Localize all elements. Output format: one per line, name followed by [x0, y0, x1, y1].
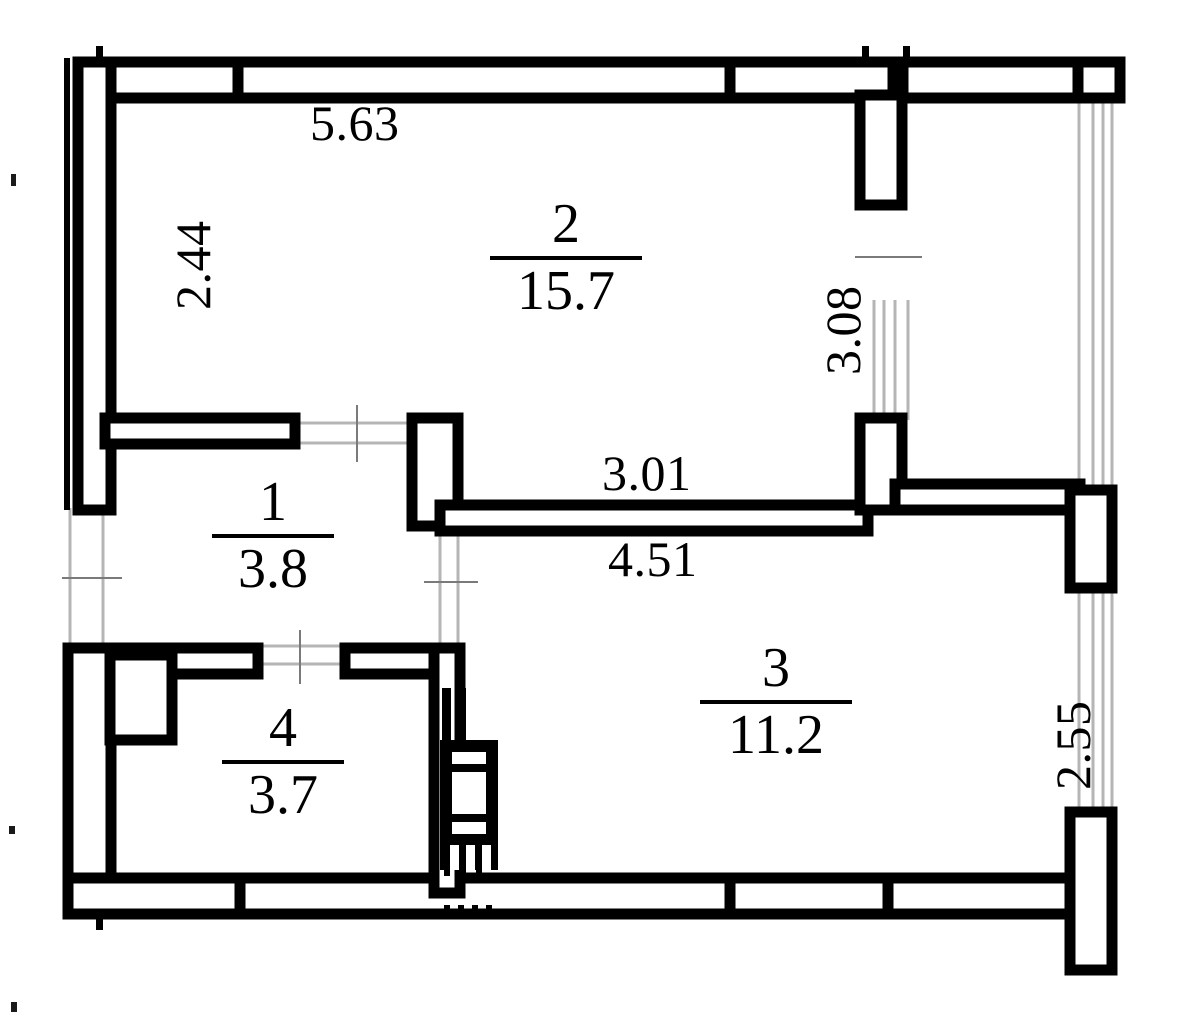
riser-hatch-tick-2 [458, 905, 464, 919]
room-number-2: 2 [552, 193, 580, 255]
riser-leg-gap-2 [466, 845, 475, 870]
room-tag-1: 1 3.8 [212, 474, 334, 597]
wall-bottom-left-segment [62, 872, 246, 920]
dimension-label-right-lower: 2.55 [1045, 700, 1101, 791]
riser-hatch-tick-3 [472, 905, 478, 919]
room-divider-bar-1 [212, 534, 334, 538]
riser-stem-right [458, 688, 466, 743]
riser-hatch-tick-top-1 [444, 862, 450, 876]
wall-bottom-mid-segment [724, 872, 894, 920]
registration-mark-left-bottom [9, 826, 15, 834]
riser-hatch-tick-4 [486, 905, 492, 919]
wall-room2-south-left [99, 412, 301, 450]
dimension-label-mid-lower: 4.51 [608, 531, 698, 587]
opening-lines-group [62, 88, 1114, 820]
mullion-tick-top-2 [862, 46, 869, 64]
room-tag-2: 2 15.7 [490, 196, 642, 319]
window-bottom-main [234, 872, 736, 920]
dimension-label-mid-upper: 3.01 [602, 445, 692, 501]
solid-details-group [64, 46, 910, 930]
riser-hatch-tick-top-2 [460, 862, 466, 876]
wall-room2-east-stub [854, 89, 908, 211]
reference-line-left [64, 58, 70, 510]
room-area-4: 3.7 [248, 764, 318, 826]
riser-slot-bottom [452, 822, 486, 834]
dimension-label-top: 5.63 [310, 95, 400, 151]
registration-mark-left-top [11, 174, 16, 186]
wall-room3-north-east [889, 478, 1086, 516]
window-top-room2 [232, 56, 736, 104]
riser-duct-main [452, 772, 486, 814]
wall-balcony-bottom-pier [1064, 806, 1118, 976]
wall-room3-east [1064, 484, 1118, 594]
dimension-label-left: 2.44 [165, 220, 221, 311]
mullion-tick-top-3 [903, 46, 910, 64]
wall-bottom-right-segment [882, 872, 1084, 920]
riser-slot-top [452, 752, 486, 764]
room-divider-bar-3 [700, 700, 852, 704]
registration-marks-group [9, 174, 17, 1012]
dimension-label-right-upper: 3.08 [815, 285, 871, 376]
riser-hatch-tick-top-3 [476, 862, 482, 876]
room-number-1: 1 [259, 471, 287, 533]
room-number-4: 4 [269, 697, 297, 759]
mullion-tick-top-1 [96, 46, 103, 64]
room-divider-bar-2 [490, 256, 642, 260]
ventilation-riser-group [440, 688, 498, 919]
room-tag-3: 3 11.2 [700, 640, 852, 763]
wall-left-lower [62, 642, 117, 902]
registration-mark-left-foot [11, 1002, 17, 1012]
riser-stem-left [442, 688, 451, 743]
riser-leg-gap-1 [450, 845, 459, 870]
wall-hall-room3-divider [434, 499, 874, 537]
riser-leg-gap-3 [482, 845, 491, 870]
room-divider-bar-4 [222, 760, 344, 764]
mullion-tick-bottom-1 [96, 912, 103, 930]
wall-balcony-upper-pier [1072, 56, 1126, 104]
room-tag-4: 4 3.7 [222, 700, 344, 823]
room-area-3: 11.2 [728, 704, 824, 766]
wall-room4-niche [104, 649, 178, 746]
room-area-1: 3.8 [238, 538, 308, 600]
room-number-3: 3 [762, 637, 790, 699]
room-area-2: 15.7 [517, 260, 615, 322]
reference-line-left-lower [64, 648, 70, 908]
riser-hatch-tick-1 [444, 905, 450, 919]
